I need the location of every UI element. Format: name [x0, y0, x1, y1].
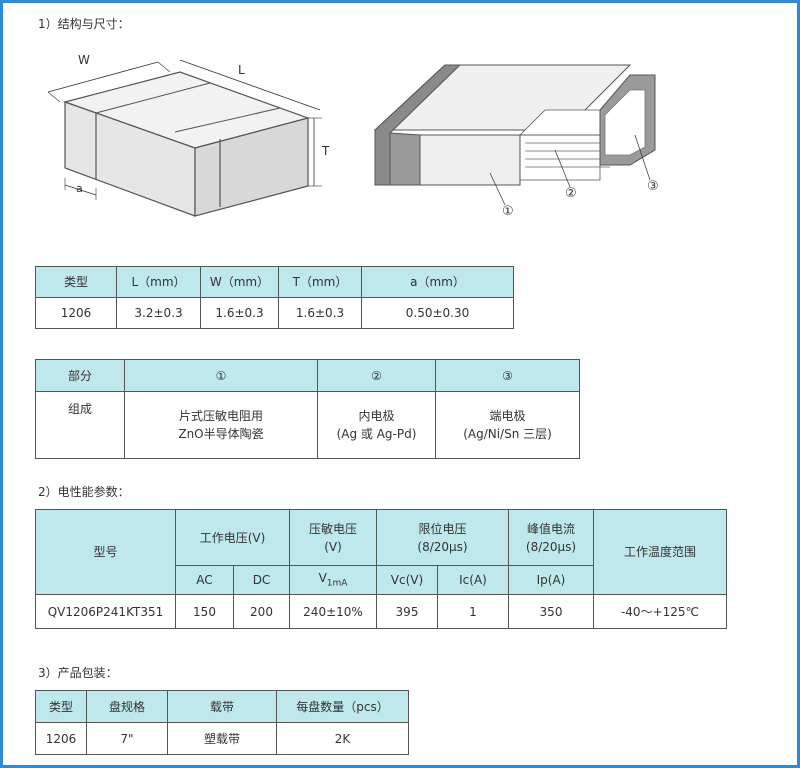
table-row: 类型 L（mm） W（mm） T（mm） a（mm）: [35, 266, 514, 298]
cell: 350: [508, 594, 594, 629]
cell: 片式压敏电阻用 ZnO半导体陶瓷: [124, 391, 318, 459]
header-cell: 工作电压(V): [175, 509, 290, 566]
header-cell: a（mm）: [361, 266, 514, 298]
cell: 端电极 (Ag/Ni/Sn 三层): [435, 391, 580, 459]
table-row: 1206 7" 塑载带 2K: [35, 722, 409, 755]
header-cell: Ip(A): [508, 565, 594, 595]
header-line: 峰值电流: [526, 521, 575, 536]
cell: 7": [86, 722, 168, 755]
cell: -40～+125℃: [593, 594, 727, 629]
header-subscript: 1mA: [326, 578, 348, 589]
cell-line: (Ag 或 Ag-Pd): [336, 427, 417, 441]
packaging-table: 类型 盘规格 载带 每盘数量（pcs） 1206 7" 塑载带 2K: [35, 690, 409, 755]
header-cell: 载带: [167, 690, 277, 723]
header-text: V: [318, 571, 327, 586]
header-line: (8/20μs): [417, 539, 468, 554]
dim-l-label: L: [238, 63, 245, 77]
cell: 200: [233, 594, 290, 629]
cell: QV1206P241KT351: [35, 594, 176, 629]
table-row: 部分 ① ② ③: [35, 359, 580, 392]
cell: 内电极 (Ag 或 Ag-Pd): [317, 391, 436, 459]
dim-a-label: a: [76, 182, 83, 195]
header-cell: 盘规格: [86, 690, 168, 723]
table-row: 1206 3.2±0.3 1.6±0.3 1.6±0.3 0.50±0.30: [35, 297, 514, 329]
header-cell: 部分: [35, 359, 125, 392]
chip-dimension-diagram: W L T a: [47, 53, 330, 217]
chip-structure-diagram: ① ② ③: [373, 64, 659, 219]
cell: 1206: [35, 722, 87, 755]
cell: 240±10%: [289, 594, 377, 629]
cell: 395: [376, 594, 438, 629]
header-cell: 限位电压 (8/20μs): [376, 509, 509, 566]
header-line: (8/20μs): [525, 539, 577, 554]
header-cell: Vc(V): [376, 565, 438, 595]
cell: 0.50±0.30: [361, 297, 514, 329]
composition-table: 部分 ① ② ③ 组成 片式压敏电阻用 ZnO半导体陶瓷 内电极 (Ag 或 A…: [35, 359, 580, 459]
table-row: AC DC V1mA Vc(V) Ic(A) Ip(A): [36, 565, 727, 595]
electrical-table: 型号 工作电压(V) 压敏电压 (V) 限位电压 (8/20μs) 峰值电流 (…: [35, 509, 727, 629]
dim-t-label: T: [321, 144, 330, 158]
cell: 1.6±0.3: [278, 297, 362, 329]
header-line: 压敏电压: [308, 521, 357, 536]
header-cell: AC: [175, 565, 234, 595]
cell: 3.2±0.3: [116, 297, 201, 329]
section-packaging-heading: 3）产品包装：: [38, 666, 118, 680]
cell-line: (Ag/Ni/Sn 三层): [463, 427, 552, 441]
header-cell: T（mm）: [278, 266, 362, 298]
part-1-label: ①: [502, 204, 514, 219]
table-row: 类型 盘规格 载带 每盘数量（pcs）: [35, 690, 409, 723]
header-cell: 工作温度范围: [593, 509, 727, 595]
header-cell: V1mA: [289, 565, 377, 595]
table-row: QV1206P241KT351 150 200 240±10% 395 1 35…: [35, 594, 727, 629]
row-label: 组成: [35, 391, 125, 459]
header-cell: 压敏电压 (V): [289, 509, 377, 566]
header-cell: 型号: [35, 509, 176, 595]
cell-line: 内电极: [358, 409, 395, 423]
header-cell: W（mm）: [200, 266, 279, 298]
header-line: 限位电压: [418, 521, 467, 536]
header-cell: ③: [435, 359, 580, 392]
header-line: (V): [324, 539, 342, 554]
cell: 1: [437, 594, 509, 629]
section-electrical-heading: 2）电性能参数：: [38, 485, 130, 499]
cell: 1206: [35, 297, 117, 329]
dim-w-label: W: [78, 53, 90, 67]
header-cell: 类型: [35, 266, 117, 298]
cell-line: ZnO半导体陶瓷: [178, 427, 264, 441]
table-row: 组成 片式压敏电阻用 ZnO半导体陶瓷 内电极 (Ag 或 Ag-Pd) 端电极…: [35, 391, 580, 459]
part-3-label: ③: [647, 179, 659, 194]
section-structure-heading: 1）结构与尺寸：: [38, 17, 130, 31]
cell: 2K: [276, 722, 409, 755]
header-cell: 峰值电流 (8/20μs): [508, 509, 594, 566]
dimensions-table: 类型 L（mm） W（mm） T（mm） a（mm） 1206 3.2±0.3 …: [35, 266, 514, 329]
header-cell: L（mm）: [116, 266, 201, 298]
cell: 塑载带: [167, 722, 277, 755]
header-cell: 每盘数量（pcs）: [276, 690, 409, 723]
cell-line: 片式压敏电阻用: [178, 409, 263, 423]
header-cell: DC: [233, 565, 290, 595]
header-cell: Ic(A): [437, 565, 509, 595]
cell-line: 端电极: [489, 409, 526, 423]
cell: 150: [175, 594, 234, 629]
header-cell: 类型: [35, 690, 87, 723]
header-cell: ②: [317, 359, 436, 392]
part-2-label: ②: [565, 186, 577, 201]
header-cell: ①: [124, 359, 318, 392]
cell: 1.6±0.3: [200, 297, 279, 329]
table-row: 型号 工作电压(V) 压敏电压 (V) 限位电压 (8/20μs) 峰值电流 (…: [35, 509, 727, 595]
